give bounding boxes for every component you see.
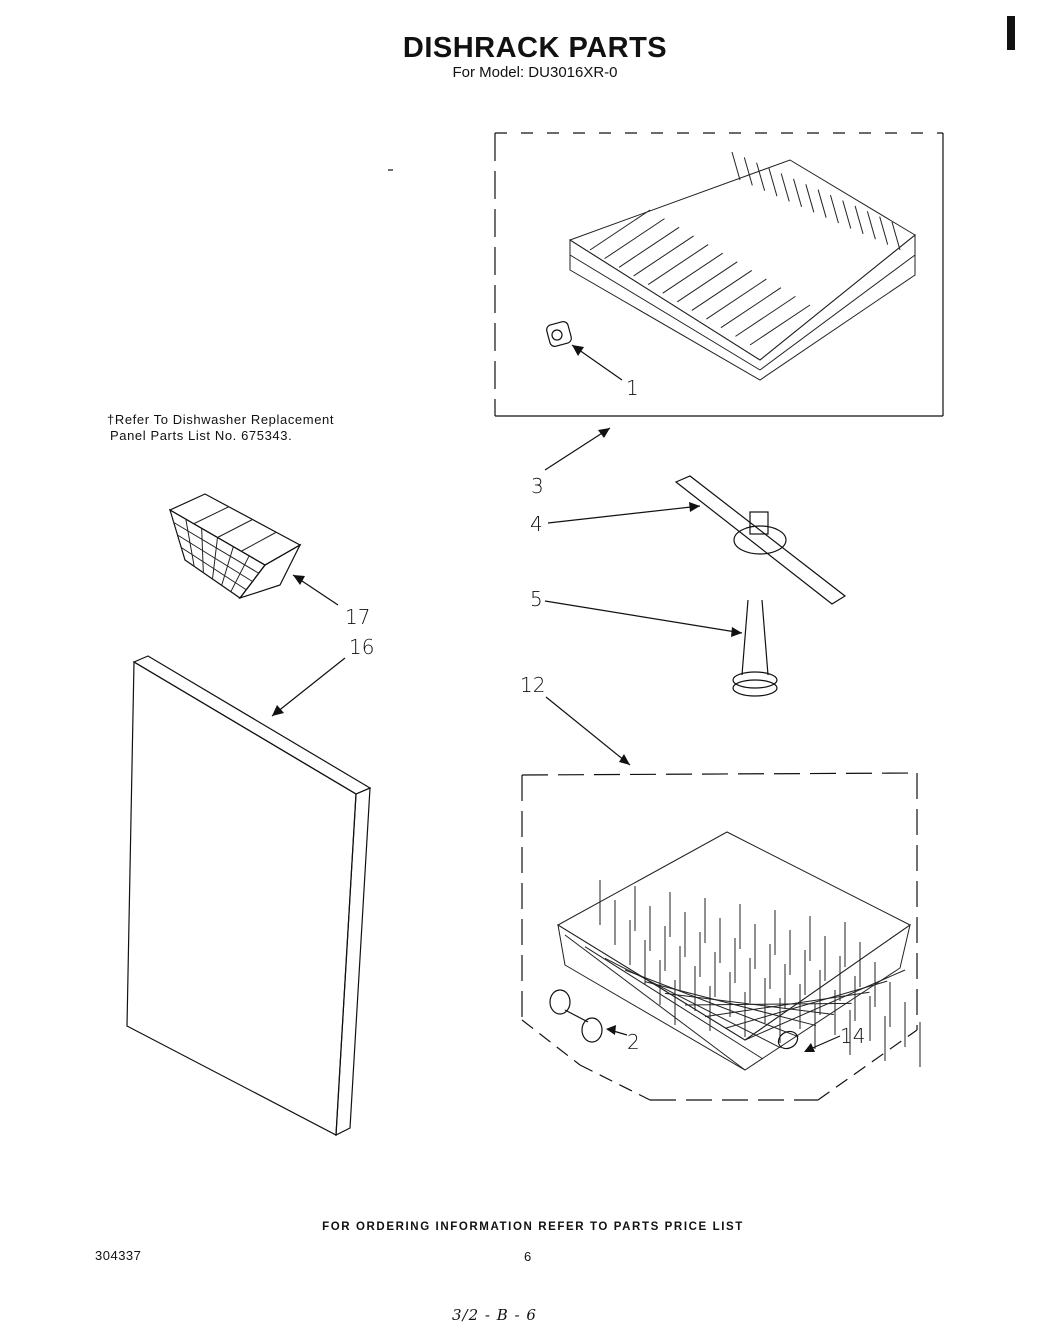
rack-stop-part [546, 321, 572, 347]
ordering-info: FOR ORDERING INFORMATION REFER TO PARTS … [322, 1221, 744, 1233]
page-number: 6 [524, 1249, 532, 1264]
callout-3: 3 [531, 474, 544, 498]
upper-rack-tine [633, 235, 694, 277]
basket-wire [177, 534, 253, 582]
lower-rack-wire [684, 1002, 852, 1006]
lower-rack-wire [564, 934, 746, 1071]
callout-14: 14 [840, 1024, 866, 1048]
upper-rack-tine [793, 178, 803, 208]
upper-rack-tine [817, 189, 827, 218]
roller-part [549, 989, 603, 1043]
replacement-note-line-2: Panel Parts List No. 675343. [110, 428, 293, 443]
callout-5: 5 [530, 587, 543, 611]
spray-arm [674, 475, 847, 605]
corner-mark [1007, 16, 1015, 50]
upper-rack-tine [768, 168, 778, 197]
bumper-part [777, 1030, 799, 1050]
upper-rack-tine [743, 157, 753, 186]
lower-dishrack [557, 831, 921, 1071]
handwritten-code: 3/2 - B - 6 [452, 1306, 537, 1324]
upper-rack-tine [805, 184, 815, 213]
lower-rack-box [521, 772, 918, 1101]
upper-rack-tine [735, 295, 796, 337]
lower-rack-wire [624, 969, 799, 1038]
callout-17: 17 [345, 605, 371, 629]
door-panel [126, 655, 372, 1137]
upper-rack-tine [756, 162, 766, 191]
upper-rack-tine [879, 216, 889, 245]
upper-rack-tine [866, 211, 876, 240]
basket-divider [217, 519, 253, 538]
callout-4: 4 [530, 512, 543, 536]
upper-rack-tine [618, 226, 680, 268]
lower-rack-wire [644, 981, 817, 1027]
lower-rack-wire [744, 969, 906, 1041]
upper-rack-tine [604, 218, 665, 260]
upper-rack-box [494, 132, 944, 417]
upper-rack-tine [842, 200, 852, 229]
spray-tube [732, 599, 778, 697]
upper-rack-tine [780, 173, 790, 202]
leader-lines [271, 344, 841, 1052]
upper-rack-tine [691, 270, 753, 311]
basket-divider [241, 531, 277, 552]
silverware-basket [168, 493, 302, 600]
callout-1: 1 [626, 376, 639, 400]
upper-rack-tine [589, 209, 651, 251]
basket-divider [193, 506, 229, 525]
upper-rack-tine [891, 221, 901, 251]
callout-2: 2 [627, 1030, 640, 1054]
basket-wire [173, 522, 260, 574]
document-number: 304337 [95, 1248, 142, 1263]
upper-rack-tine [854, 205, 864, 234]
callout-16: 16 [349, 635, 375, 659]
model-subtitle: For Model: DU3016XR-0 [452, 64, 618, 81]
upper-dishrack [568, 151, 916, 381]
lower-rack-wire [584, 946, 764, 1060]
page-title: DISHRACK PARTS [402, 32, 668, 64]
callout-12: 12 [520, 673, 546, 697]
basket-wire [180, 547, 247, 591]
upper-rack-tine [706, 278, 767, 320]
upper-rack-tine [731, 151, 741, 181]
replacement-note-line-1: †Refer To Dishwasher Replacement [107, 412, 335, 427]
lower-rack-wire [724, 980, 888, 1029]
upper-rack-tine [676, 261, 738, 303]
upper-rack-tine [662, 252, 724, 294]
upper-rack-tine [749, 304, 811, 346]
upper-rack-tine [720, 287, 782, 329]
upper-rack-tine [829, 194, 839, 224]
upper-rack-tine [647, 244, 709, 285]
lower-rack-wire [704, 991, 870, 1018]
